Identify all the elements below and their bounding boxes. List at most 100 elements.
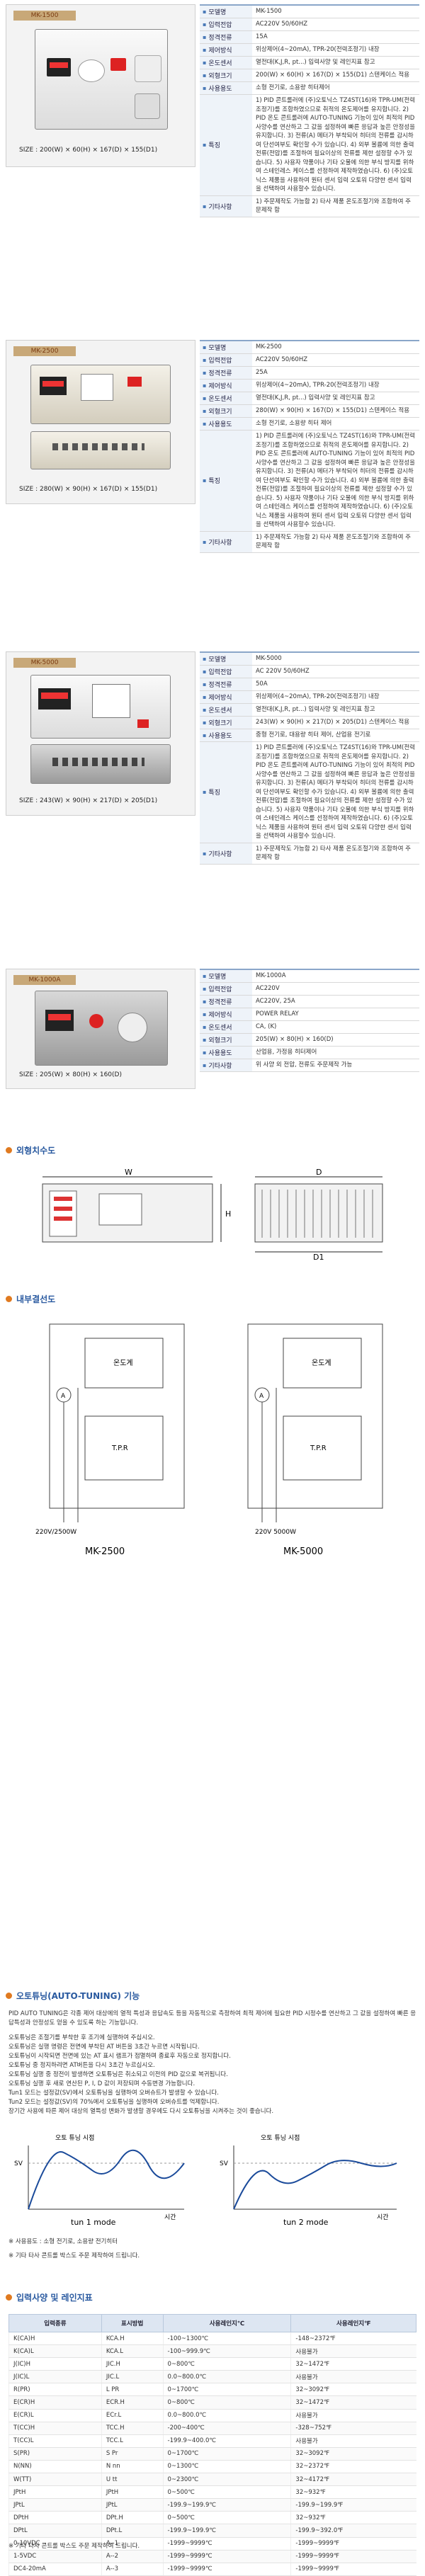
- size-text: SIZE : 280(W) × 90(H) × 167(D) × 155(D1): [19, 486, 158, 493]
- spec-value: 위상제어(4~20mA), TPR-20(전력조정기) 내장: [256, 693, 380, 700]
- table-cell: DPt.L: [101, 2524, 164, 2538]
- model-tag: MK-2500: [13, 346, 76, 356]
- spec-label: 기타사항: [200, 843, 252, 864]
- table-cell: 32~2372℉: [290, 2460, 416, 2474]
- table-cell: S Pr: [101, 2447, 164, 2461]
- tpr-label: T.P.R: [310, 1444, 327, 1452]
- spec-label: 사용용도: [200, 729, 252, 741]
- table-cell: 사용불가: [290, 2409, 416, 2422]
- table-cell: R(PR): [8, 2383, 102, 2397]
- table-cell: 32~932℉: [290, 2511, 416, 2525]
- model-tag: MK-1000A: [13, 975, 76, 985]
- x-label: 시간: [377, 2213, 389, 2221]
- section-input-title: 입력사양 및 레인지표: [6, 2291, 93, 2303]
- spec-label: 정격전류: [200, 996, 252, 1008]
- dimension-drawing: W H D D1: [42, 1168, 383, 1260]
- table-cell: -148~2372℉: [290, 2332, 416, 2346]
- spec-label: 특징: [200, 431, 252, 531]
- spec-label: 외형크기: [200, 69, 252, 81]
- table-cell: JPtL: [101, 2498, 164, 2512]
- dim-label-w: W: [125, 1168, 132, 1177]
- table-cell: A--2: [101, 2550, 164, 2563]
- table-cell: 0~1700℃: [162, 2447, 291, 2461]
- table-cell: JPtH: [101, 2485, 164, 2500]
- table-cell: TCC.L: [101, 2434, 164, 2448]
- spec-label: 정격전류: [200, 367, 252, 379]
- spec-label: 제어방식: [200, 691, 252, 703]
- autotuning-bullet: 오토튜닝 중 정지하려면 AT버튼을 다시 3초간 누르십시오.: [8, 2062, 155, 2069]
- spec-value: 열전대(K,J,R, pt...) 입력사양 및 레인지표 참고: [256, 706, 375, 713]
- spec-label: 정격전류: [200, 678, 252, 690]
- section-title: 입력사양 및 레인지표: [16, 2293, 93, 2303]
- spec-value: AC220V: [256, 985, 280, 992]
- size-text: SIZE : 205(W) × 80(H) × 160(D): [19, 1071, 122, 1078]
- table-cell: 32~932℉: [290, 2485, 416, 2500]
- table-cell: N nn: [101, 2460, 164, 2474]
- table-cell: K(CA)L: [8, 2344, 102, 2359]
- spec-label: 사용용도: [200, 418, 252, 430]
- meter-label: A: [259, 1393, 264, 1400]
- table-cell: 1-5VDC: [8, 2550, 102, 2563]
- spec-label: 입력전압: [200, 18, 252, 30]
- meter-label: A: [61, 1393, 66, 1400]
- table-cell: KCA.L: [101, 2344, 164, 2359]
- table-cell: 0.0~800.0℃: [162, 2409, 291, 2422]
- spec-label: 사용용도: [200, 1047, 252, 1059]
- spec-label: 모델명: [200, 6, 252, 18]
- product-image-rear: [30, 744, 171, 784]
- table-cell: 0~1300℃: [162, 2460, 291, 2474]
- spec-value: 205(W) × 80(H) × 160(D): [256, 1036, 334, 1043]
- product-image: [30, 365, 171, 424]
- table-cell: 0~500℃: [162, 2485, 291, 2500]
- product-mk2500: MK-2500 SIZE : 280(W) × 90(H) × 167(D) ×…: [0, 340, 425, 609]
- product-photo-panel: MK-1000A SIZE : 205(W) × 80(H) × 160(D): [6, 969, 196, 1089]
- spec-value: 중형 전기로, 대용량 히터 제어, 산업용 전기로: [256, 731, 371, 739]
- table-cell: DPtL: [8, 2524, 102, 2538]
- autotuning-bullets: 오토튜닝은 조절기를 부착한 후 조기에 실행하여 주십시오.오토튜닝은 실행 …: [8, 2034, 416, 2116]
- product-photo-panel: MK-2500 SIZE : 280(W) × 90(H) × 167(D) ×…: [6, 340, 196, 504]
- spec-row: 특징1) PID 콘트롤러에 (주)오토닉스 TZ4ST(16)와 TPR-UM…: [200, 431, 419, 532]
- spec-label: 온도센서: [200, 704, 252, 716]
- table-cell: -100~1300℃: [162, 2332, 291, 2346]
- table-cell: 0~800℃: [162, 2357, 291, 2371]
- table-cell: 32~4172℉: [290, 2473, 416, 2487]
- spec-label: 특징: [200, 95, 252, 195]
- wiring-diagrams: 온도계 T.P.R A 220V/2500W MK-2500 온도계 T.P.R…: [35, 1323, 383, 1557]
- spec-row: 제어방식 위상제어(4~20mA), TPR-20(전력조정기) 내장: [200, 691, 419, 704]
- section-dimension-title: 외형치수도: [6, 1144, 55, 1156]
- spec-label: 사용용도: [200, 82, 252, 94]
- table-cell: JIC.L: [101, 2370, 164, 2384]
- autotuning-bullet: Tun1 모드는 설정값(SV)에서 오토튜닝을 실행하여 오버슈트가 발생할 …: [8, 2090, 219, 2097]
- spec-value: 위 사양 외 전압, 전류도 주문제작 가능: [256, 1061, 353, 1068]
- size-text: SIZE : 243(W) × 90(H) × 217(D) × 205(D1): [19, 797, 158, 804]
- table-cell: -100~999.9℃: [162, 2344, 291, 2359]
- table-cell: KCA.H: [101, 2332, 164, 2346]
- dim-label-d: D: [316, 1168, 322, 1177]
- table-cell: 32~3092℉: [290, 2447, 416, 2461]
- table-cell: -328~752℉: [290, 2422, 416, 2435]
- bullet-icon: [6, 2294, 12, 2301]
- spec-value: AC220V 50/60HZ: [256, 356, 308, 363]
- spec-value: CA, (K): [256, 1023, 277, 1030]
- spec-value: 200(W) × 60(H) × 167(D) × 155(D1) 스텐케이스 …: [256, 72, 410, 79]
- spec-value: 25A: [256, 369, 268, 376]
- autotuning-bullet: 오토튜닝은 조절기를 부착한 후 조기에 실행하여 주십시오.: [8, 2034, 155, 2041]
